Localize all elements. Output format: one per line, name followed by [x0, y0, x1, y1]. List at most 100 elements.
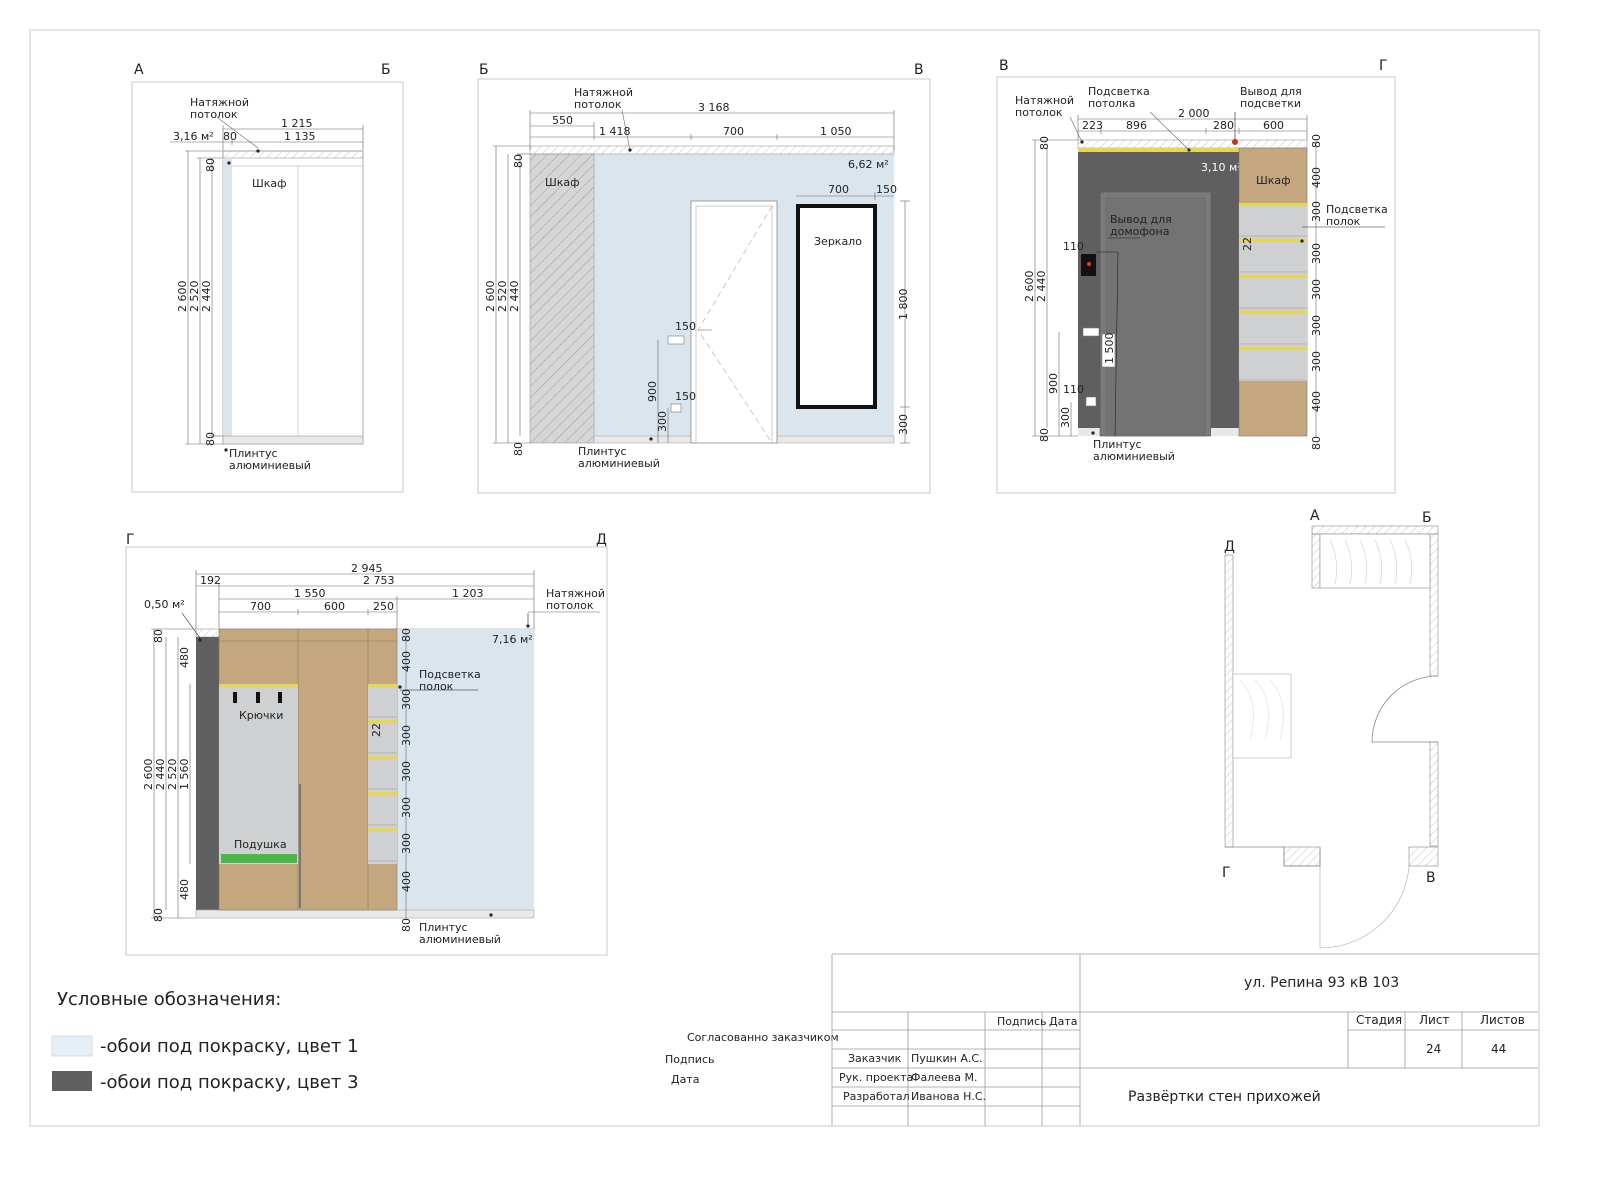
plan-label-b: Б	[1422, 510, 1432, 526]
svg-text:400: 400	[400, 651, 413, 672]
dim-1203: 1 203	[452, 587, 484, 600]
dim-v-2600: 2 600	[1023, 271, 1036, 303]
plinth	[222, 435, 364, 445]
col-sheets: Листов	[1480, 1013, 1525, 1027]
legend-item-1: -обои под покраску, цвет 1	[100, 1036, 359, 1057]
shelf-light-label-1: Подсветка	[1326, 203, 1388, 216]
area-label: 3,10 м²	[1201, 161, 1242, 174]
svg-text:300: 300	[400, 797, 413, 818]
svg-text:300: 300	[400, 689, 413, 710]
corner-label-right: В	[914, 62, 924, 78]
plinth-label-2: алюминиевый	[1093, 450, 1175, 463]
ceiling-label-2: потолок	[546, 599, 594, 612]
dim-v-80-bottom: 80	[512, 442, 525, 456]
ceiling-strip	[1077, 139, 1308, 149]
dim-80: 80	[223, 130, 237, 143]
dim-v-1800: 1 800	[897, 289, 910, 321]
ceiling-label-1: Натяжной	[574, 86, 633, 99]
ceiling-label-1: Натяжной	[1015, 94, 1074, 107]
socket-double	[667, 335, 685, 345]
svg-text:300: 300	[1310, 201, 1323, 222]
hook	[278, 692, 282, 703]
dim-2945: 2 945	[351, 562, 383, 575]
led-outlet-point	[1232, 139, 1238, 145]
shelf-light-label-1: Подсветка	[419, 668, 481, 681]
dim-v-2600: 2 600	[142, 759, 155, 791]
dim-v-900: 900	[1047, 373, 1060, 394]
intercom-label-2: домофона	[1110, 225, 1169, 238]
mirror-label: Зеркало	[814, 235, 862, 248]
socket-double	[1082, 327, 1100, 337]
hook	[256, 692, 260, 703]
door	[690, 200, 778, 444]
dim-110-lower: 110	[1063, 383, 1084, 396]
svg-text:300: 300	[400, 725, 413, 746]
dim-22: 22	[370, 723, 383, 737]
door	[1105, 197, 1206, 437]
svg-text:300: 300	[1310, 243, 1323, 264]
ceiling-light-label-1: Подсветка	[1088, 85, 1150, 98]
plinth-label-1: Плинтус	[419, 921, 468, 934]
sheet-border	[29, 29, 1540, 1127]
ceiling-light-label-2: потолка	[1088, 97, 1135, 110]
svg-text:80: 80	[1310, 436, 1323, 450]
dim-2000: 2 000	[1178, 107, 1210, 120]
dim-1550: 1 550	[294, 587, 326, 600]
svg-text:80: 80	[1310, 134, 1323, 148]
dim-v-80-top: 80	[204, 158, 217, 172]
plinth-label-1: Плинтус	[578, 445, 627, 458]
pillow	[221, 854, 297, 863]
name-manager: Фалеева М.	[911, 1071, 977, 1084]
svg-text:80: 80	[400, 918, 413, 932]
corner-label-right: Б	[381, 62, 391, 78]
ceiling-label-2: потолок	[190, 108, 238, 121]
dim-600: 600	[1263, 119, 1284, 132]
ceiling-label-2: потолок	[574, 98, 622, 111]
dim-300: 300	[656, 411, 669, 432]
dim-1418: 1 418	[599, 125, 631, 138]
dim-110-upper: 110	[1063, 240, 1084, 253]
legend: Условные обозначения: -обои под покраску…	[51, 989, 359, 1093]
hanger-niche	[219, 684, 298, 864]
corner-label-left: Б	[479, 62, 489, 78]
dim-v-2520: 2 520	[188, 281, 201, 313]
dim-280: 280	[1213, 119, 1234, 132]
hook	[233, 692, 237, 703]
col-stage: Стадия	[1356, 1013, 1402, 1027]
dim-v-1560: 1 560	[178, 759, 191, 791]
dim-223: 223	[1082, 119, 1103, 132]
sheet-title: Развёртки стен прихожей	[1128, 1089, 1321, 1105]
col-sign: Подпись	[997, 1015, 1046, 1028]
legend-swatch-color-1	[51, 1035, 93, 1057]
svg-text:400: 400	[400, 871, 413, 892]
plan-label-c: В	[1426, 870, 1436, 886]
sheet-number: 24	[1426, 1042, 1441, 1056]
dim-v-300: 300	[897, 414, 910, 435]
svg-text:300: 300	[1310, 279, 1323, 300]
dim-v-2440: 2 440	[154, 759, 167, 791]
dim-v-2440: 2 440	[1035, 271, 1048, 303]
right-dim-column: 80 400 300 300 300 300 300 400 80	[400, 628, 413, 932]
area-small-label: 0,50 м²	[144, 598, 185, 611]
wall-color-1	[397, 629, 534, 910]
plinth-label-1: Плинтус	[229, 447, 278, 460]
plan-label-a: А	[1310, 508, 1320, 524]
dim-896: 896	[1126, 119, 1147, 132]
dim-250: 250	[373, 600, 394, 613]
dim-v-480-bottom: 480	[178, 879, 191, 900]
mirror	[796, 204, 877, 409]
dim-1500: 1 500	[1103, 333, 1116, 365]
plinth-label-1: Плинтус	[1093, 438, 1142, 451]
wardrobe-label: Шкаф	[252, 177, 287, 190]
approval-sign: Подпись	[665, 1053, 714, 1066]
corner-label-left: В	[999, 58, 1009, 74]
dim-v-80-top: 80	[1038, 136, 1051, 150]
plan-label-d: Г	[1222, 865, 1231, 881]
plinth-label-2: алюминиевый	[578, 457, 660, 470]
dim-mirror-150: 150	[876, 183, 897, 196]
dim-3168: 3 168	[698, 101, 730, 114]
dim-700: 700	[723, 125, 744, 138]
sheets-total: 44	[1491, 1042, 1506, 1056]
svg-text:300: 300	[400, 761, 413, 782]
